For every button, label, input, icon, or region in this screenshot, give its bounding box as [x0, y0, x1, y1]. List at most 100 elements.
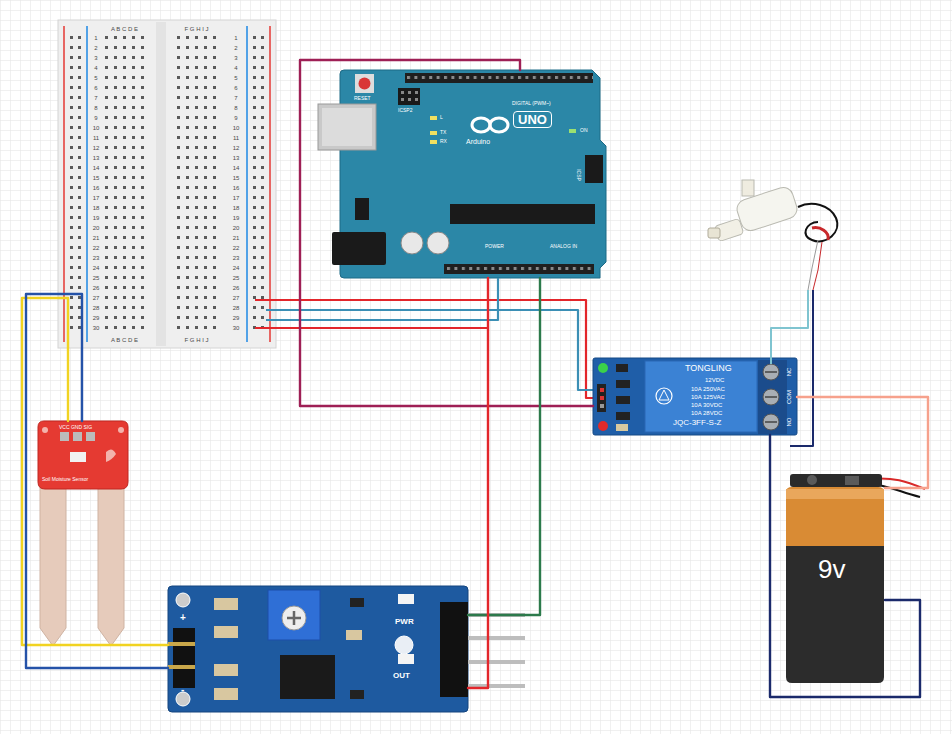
relay-module-art-part — [593, 358, 797, 435]
row-number: 28 — [93, 305, 100, 311]
relay-module-art-part — [763, 364, 779, 380]
water-pump-part — [812, 228, 828, 240]
row-number: 27 — [233, 295, 240, 301]
column-letters: F G H I J — [185, 26, 209, 32]
row-number: 22 — [233, 245, 240, 251]
sensor-module-art-part — [395, 636, 413, 654]
water-pump-part — [798, 204, 837, 242]
board-label: ON — [580, 128, 588, 133]
column-letters: A B C D E — [111, 26, 138, 32]
soil-sensor-art-part — [118, 427, 124, 433]
breadboard-part — [269, 26, 271, 342]
breadboard-part — [156, 22, 166, 346]
arduino-uno-art-part — [401, 91, 404, 94]
relay-module-art-part — [763, 389, 779, 405]
row-number: 5 — [94, 75, 97, 81]
relay-module-art-part — [659, 390, 669, 400]
terminal-label: NO — [786, 418, 792, 427]
soil-sensor-art-part — [38, 421, 128, 489]
row-number: 21 — [93, 235, 100, 241]
relay-marking: 10A 30VDC — [691, 402, 722, 408]
sensor-module-art-part — [398, 594, 414, 604]
row-number: 10 — [93, 125, 100, 131]
relay-marking: 10A 28VDC — [691, 410, 722, 416]
sensor-module: +-PWROUT — [168, 586, 468, 712]
row-number: 18 — [93, 205, 100, 211]
led-label: OUT — [393, 672, 410, 680]
row-number: 6 — [234, 85, 237, 91]
relay-module-art-part — [616, 364, 628, 372]
pump-wires-part — [771, 290, 808, 364]
soil-sensor-art-part — [98, 487, 124, 646]
soil-sensor-art-part — [40, 487, 66, 646]
arduino-uno-art-part — [332, 232, 386, 265]
arduino-uno-art-part — [405, 73, 593, 83]
sensor-module-art-part — [214, 664, 238, 676]
pump-wires-part — [790, 290, 813, 446]
row-number: 21 — [233, 235, 240, 241]
relay-module-art-part — [616, 424, 628, 431]
soil-sensor-art-part — [86, 432, 95, 441]
arduino-uno-art-part — [318, 104, 376, 150]
breadboard-part — [70, 36, 81, 329]
row-number: 14 — [233, 165, 240, 171]
relay-module-art — [593, 358, 797, 435]
relay-marking: 10A 125VAC — [691, 394, 725, 400]
battery-art-part — [786, 487, 884, 546]
pin-label: - — [181, 685, 184, 695]
row-number: 2 — [234, 45, 237, 51]
row-number: 17 — [93, 195, 100, 201]
row-number: 27 — [93, 295, 100, 301]
relay-module-art-part — [765, 396, 777, 398]
water-pump — [708, 180, 837, 290]
sensor-module-art-part — [176, 593, 190, 607]
arduino-uno-art-part — [359, 78, 371, 90]
soil-sensor-art — [38, 421, 128, 646]
sensor-module-art-part — [168, 586, 468, 712]
wire — [300, 60, 593, 406]
water-pump-part — [708, 228, 720, 238]
row-number: 7 — [234, 95, 237, 101]
breadboard-jumper-wires-part — [266, 310, 598, 390]
board-label: RX — [440, 139, 447, 144]
row-number: 9 — [94, 115, 97, 121]
arduino-uno-art-part — [355, 74, 374, 93]
sensor-module-art-part — [350, 690, 364, 699]
arduino-uno-art-part — [355, 198, 369, 220]
arduino-uno-art-part — [430, 116, 437, 120]
battery-art-part — [845, 476, 859, 485]
brand-name: Arduino — [466, 138, 490, 145]
relay-module-art-part — [600, 396, 604, 400]
breadboard-part — [246, 26, 248, 342]
sensor-module-art-part — [282, 606, 306, 630]
row-number: 4 — [234, 65, 237, 71]
relay-module-art-part — [656, 388, 672, 404]
sensor-module-art-part — [468, 636, 525, 640]
row-number: 23 — [93, 255, 100, 261]
row-number: 20 — [93, 225, 100, 231]
soil-sensor-art-part — [73, 432, 82, 441]
arduino-uno-art-part — [408, 98, 411, 101]
header-label: ANALOG IN — [550, 244, 577, 249]
battery-art-part — [786, 546, 884, 683]
arduino-uno-art-part — [585, 155, 603, 183]
arduino-uno-art-part — [427, 232, 449, 254]
row-number: 24 — [93, 265, 100, 271]
battery-art-part — [790, 474, 882, 487]
pin-label: VCC GND SIG — [59, 425, 92, 430]
breadboard-part — [105, 36, 147, 329]
arduino-uno-art-part — [415, 91, 418, 94]
board-label: RESET — [354, 96, 371, 101]
relay-module-art-part — [765, 421, 777, 423]
row-number: 17 — [233, 195, 240, 201]
header-label: DIGITAL (PWM~) — [512, 101, 551, 106]
sensor-module-art-part — [287, 611, 301, 625]
water-pump-part — [742, 180, 754, 196]
sensor-module-art-part — [268, 590, 320, 640]
arduino-uno-art-part — [472, 118, 490, 132]
terminal-label: COM — [786, 390, 792, 404]
soil-sensor-art-part — [60, 432, 69, 441]
relay-brand: TONGLING — [685, 364, 732, 373]
